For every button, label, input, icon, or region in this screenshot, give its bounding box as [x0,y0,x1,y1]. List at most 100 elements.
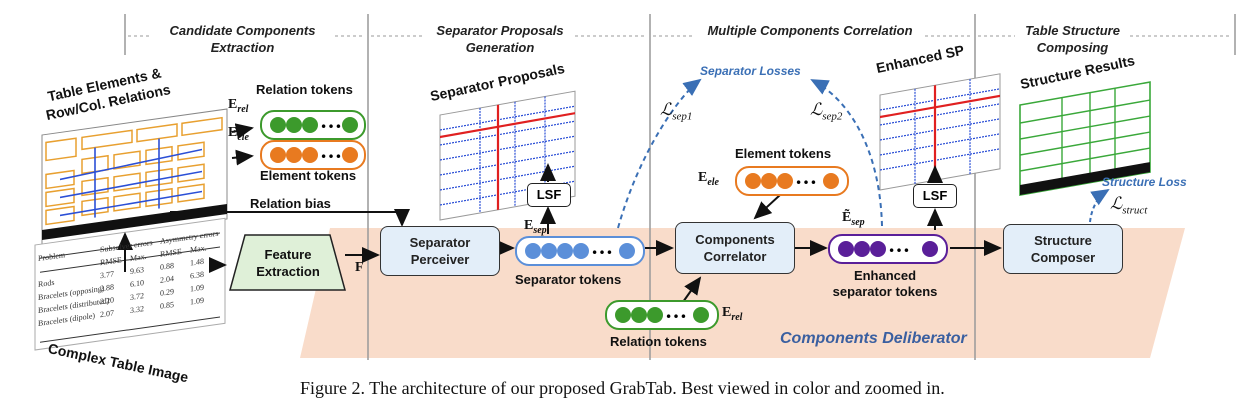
element-token-pill: … [260,138,366,170]
separator-losses-label: Separator Losses [700,64,801,78]
cell: Max. [190,243,207,255]
arrow [231,123,254,139]
table-elements-image [41,108,228,246]
relation-token [693,307,709,323]
element-token [286,147,302,163]
stage-title-line: Separator Proposals [436,23,564,38]
ellipsis: … [320,108,342,133]
box-line: Extraction [256,264,320,279]
element-token [777,173,793,189]
cell: 1.48 [190,256,204,268]
stage-title-line: Multiple Components Correlation [707,23,913,38]
element-tokens-label: Element tokens [260,168,357,183]
enhanced-token-pill: … [828,232,948,264]
box-line: Components [695,232,775,247]
cell: 6.38 [190,269,204,281]
e-rel-symbol: Erel [228,97,248,115]
symbol-main: E [722,305,732,320]
box-line: Correlator [703,249,767,264]
symbol-sub: rel [731,311,743,323]
stage-title-line: Candidate Components [169,23,316,38]
separator-token [525,243,541,259]
relation-token-pill: … [260,108,366,140]
label-line: separator tokens [832,284,938,299]
element-token-pill: … [735,164,849,196]
stage-title-candidate-extraction: Candidate Components Extraction [150,22,335,56]
enhanced-sp-image [879,73,1001,191]
relation-token [302,117,318,133]
complex-table-image [34,217,226,351]
cell: 1.09 [190,282,204,294]
ellipsis: … [665,298,687,323]
symbol-main: E [228,97,238,112]
box-line: Structure [1034,233,1092,248]
relation-token [342,117,358,133]
feature-extraction-shape [229,234,346,291]
box-line: Composer [1030,250,1096,265]
symbol-sub: ele [237,131,249,143]
arrow [753,194,781,220]
symbol-sub: sep [851,216,865,228]
symbol-main: E [228,125,238,140]
separator-token [619,243,635,259]
stage-title-line: Generation [465,40,535,55]
label-line: Enhanced [853,268,917,283]
arrow [682,276,702,303]
enhanced-token [854,241,870,257]
enhanced-token [870,241,886,257]
element-token [302,147,318,163]
symbol-sub: rel [237,103,249,115]
symbol-sub: struct [1122,204,1148,217]
stage-title-line: Composing [1036,40,1109,55]
relation-tokens-label: Relation tokens [610,334,707,349]
relation-token [631,307,647,323]
symbol-main: Ẽ [842,210,852,225]
structure-loss-arrow [1089,188,1110,223]
symbol-sub: sep [533,224,547,236]
f-symbol: F [355,260,364,275]
element-token [823,173,839,189]
symbol-main: E [524,218,534,233]
e-tilde-sep-symbol: Ẽsep [842,210,865,228]
stage-title-structure-composing: Table Structure Composing [1015,22,1130,56]
separator-loss-arrow [617,78,702,229]
separator-token-pill: … [515,234,645,266]
separator-token [541,243,557,259]
l-sep1-symbol: ℒsep1 [660,100,692,122]
structure-loss-label: Structure Loss [1102,175,1187,189]
relation-tokens-label: Relation tokens [256,82,353,97]
box-line: Feature [264,247,312,262]
arrow [170,209,410,227]
element-token [745,173,761,189]
ellipsis: … [888,232,910,257]
ellipsis: … [320,138,342,163]
e-ele-symbol: Eele [698,170,719,188]
symbol-main: E [698,170,708,185]
lsf-box: LSF [527,183,571,207]
feature-extraction-label: Feature Extraction [238,246,338,280]
element-token [342,147,358,163]
symbol-sub: ele [707,176,719,188]
element-tokens-label: Element tokens [735,146,832,161]
enhanced-token [922,241,938,257]
e-sep-symbol: Esep [524,218,547,236]
box-line: Perceiver [410,252,470,267]
symbol-main: ℒ [660,100,673,119]
e-rel-symbol: Erel [722,305,742,323]
l-sep2-symbol: ℒsep2 [810,100,842,122]
e-ele-symbol: Eele [228,125,249,143]
stage-title-line: Table Structure [1025,23,1120,38]
arrow [231,149,254,166]
stage-title-multiple-correlation: Multiple Components Correlation [695,22,925,39]
relation-bias-label: Relation bias [250,196,331,211]
separator-token [573,243,589,259]
relation-token [615,307,631,323]
ellipsis: … [795,164,817,189]
relation-token [270,117,286,133]
stage-title-line: Extraction [210,40,275,55]
relation-token [647,307,663,323]
enhanced-token [838,241,854,257]
ellipsis: … [591,234,613,259]
